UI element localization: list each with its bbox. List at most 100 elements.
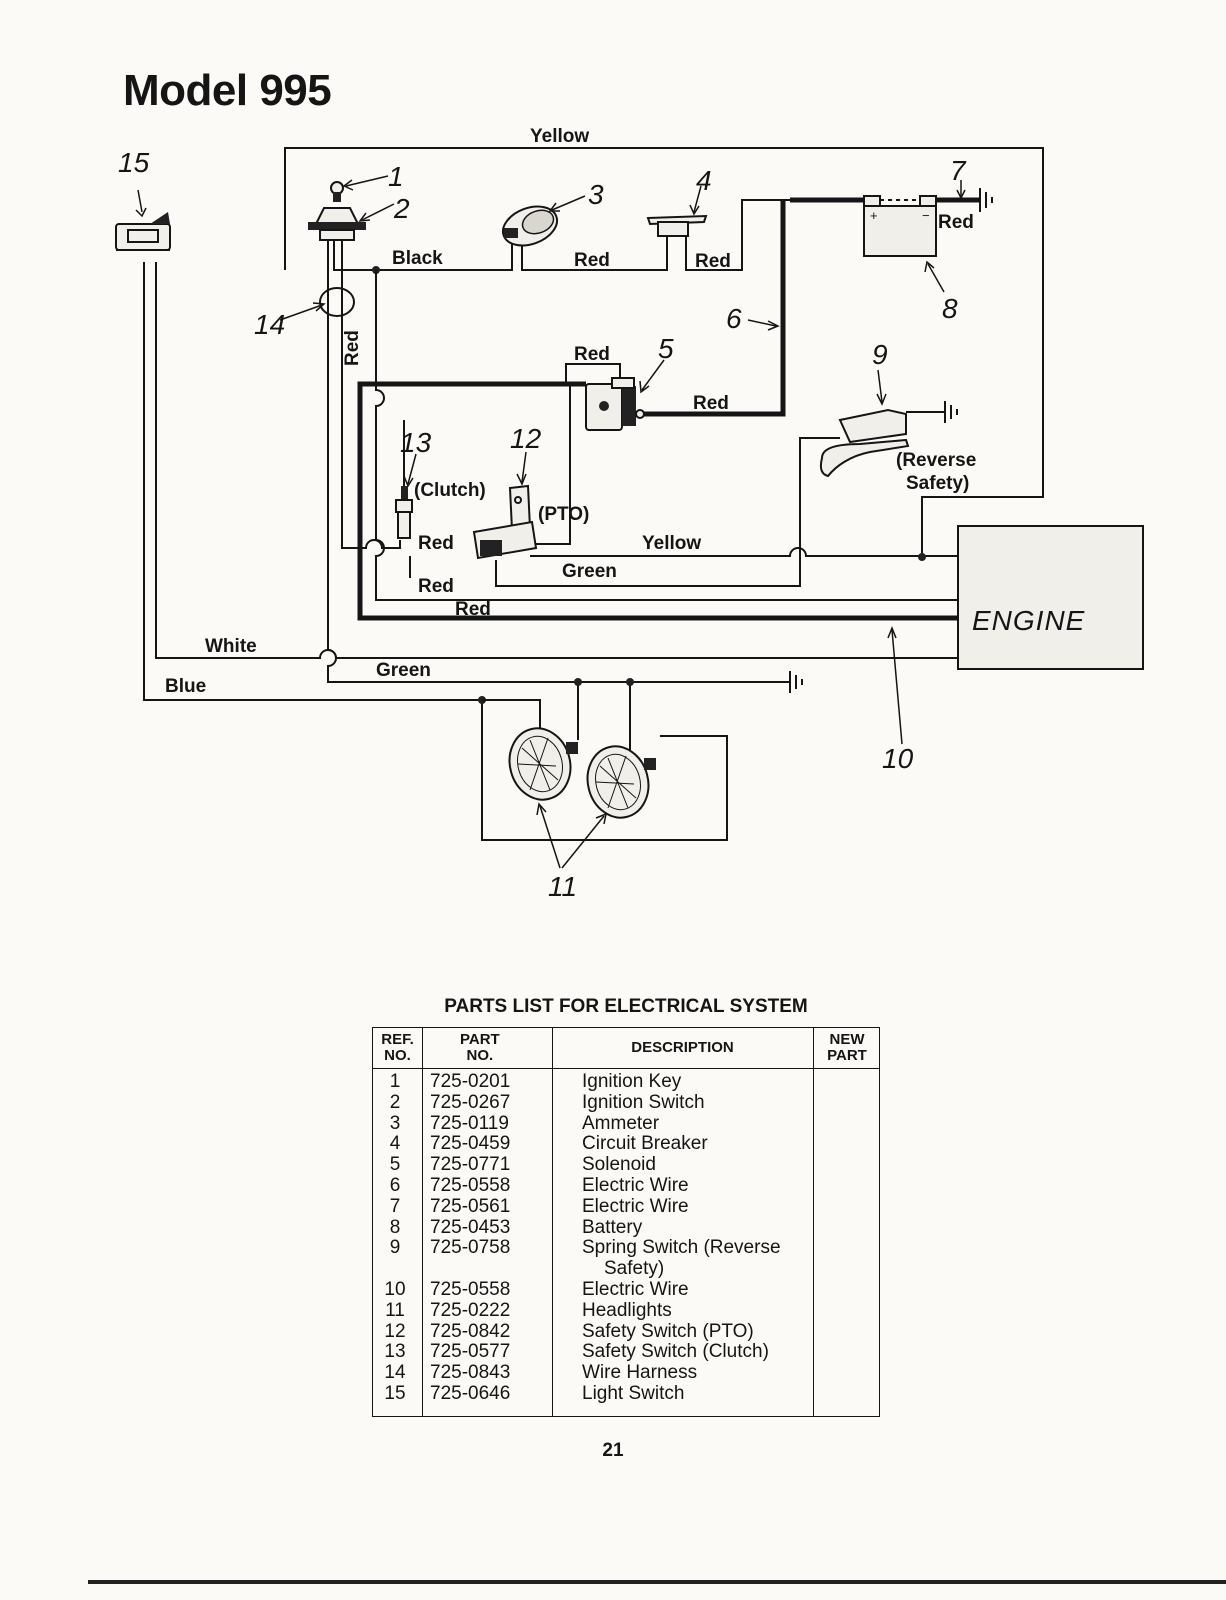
label-reverse-1: (Reverse: [896, 450, 976, 471]
ref-no: 5: [389, 1154, 401, 1176]
description: Circuit Breaker: [582, 1133, 708, 1155]
circuit-breaker-icon: [646, 214, 708, 237]
green-mid-wire: [495, 437, 840, 587]
svg-text:−: −: [922, 208, 930, 223]
description: Wire Harness: [582, 1362, 698, 1384]
callout-8: 8: [942, 293, 958, 324]
blue-wire: [143, 262, 728, 841]
thin-wires: [143, 147, 1044, 841]
ref-no: 8: [389, 1216, 401, 1238]
wire-label-red-harness: Red: [342, 330, 363, 366]
thick-wires: [357, 197, 980, 621]
wire-label-red-breaker: Red: [695, 251, 731, 272]
description: Battery: [582, 1216, 643, 1238]
svg-text:+: +: [870, 208, 878, 223]
label-pto: (PTO): [538, 504, 589, 525]
table-row: 15 725-0646 Light Switch: [373, 1382, 879, 1405]
page-title: Model 995: [123, 66, 332, 115]
headlight-icon: [586, 745, 656, 819]
ref-no: 14: [384, 1362, 406, 1384]
part-no: 725-0558: [430, 1174, 511, 1196]
reverse-safety-switch-icon: [819, 408, 910, 478]
callout-11: 11: [548, 871, 577, 902]
white-wire: [155, 262, 958, 659]
description: Electric Wire: [582, 1195, 689, 1217]
table-row: 10 725-0558 Electric Wire: [373, 1278, 879, 1301]
wire-label-blue: Blue: [165, 676, 206, 697]
wire-label-yellow-mid: Yellow: [642, 533, 701, 554]
callout-15: 15: [118, 147, 150, 178]
ref-no: 10: [384, 1278, 406, 1300]
engine-block: [957, 525, 1144, 670]
parts-list-title: PARTS LIST FOR ELECTRICAL SYSTEM: [444, 996, 808, 1017]
ref-no: 6: [389, 1174, 401, 1196]
table-row: 8 725-0453 Battery: [373, 1216, 879, 1239]
description: Headlights: [582, 1299, 672, 1321]
callout-9: 9: [872, 339, 888, 370]
ground-icon: [979, 188, 993, 212]
ignition-switch-icon: [308, 181, 366, 241]
ref-no: 15: [384, 1382, 406, 1404]
wire-label-white: White: [205, 636, 257, 657]
wire-label-red-solenoid-right: Red: [693, 393, 729, 414]
wire-label-red-ammeter: Red: [574, 250, 610, 271]
table-row: 6 725-0558 Electric Wire: [373, 1174, 879, 1197]
callout-13: 13: [400, 427, 432, 458]
wiring-diagram: + −: [115, 126, 1144, 902]
solenoid-icon: [585, 377, 645, 431]
table-row: 13 725-0577 Safety Switch (Clutch): [373, 1341, 879, 1363]
part-no: 725-0119: [430, 1112, 509, 1134]
part-no: 725-0558: [430, 1278, 511, 1300]
description: Electric Wire: [582, 1174, 689, 1196]
part-no: 725-0267: [430, 1091, 511, 1113]
ref-no: 4: [389, 1133, 401, 1155]
part-no: 725-0646: [430, 1382, 511, 1404]
part-no: 725-0453: [430, 1216, 511, 1238]
description: Safety Switch (Clutch): [582, 1341, 769, 1363]
clutch-switch-icon: [395, 486, 413, 539]
part-no: 725-0561: [430, 1195, 511, 1217]
part-no: 725-0577: [430, 1341, 511, 1363]
wire-label-yellow-top: Yellow: [530, 126, 589, 147]
page-number: 21: [602, 1440, 624, 1461]
part-no: 725-0459: [430, 1133, 511, 1155]
wire-label-red-battery: Red: [938, 212, 974, 233]
description: Electric Wire: [582, 1278, 689, 1300]
description: Safety Switch (PTO): [582, 1320, 754, 1342]
callout-7: 7: [950, 155, 967, 186]
battery-icon: + −: [863, 195, 937, 257]
description: Light Switch: [582, 1382, 685, 1404]
engine-cable-10: [357, 381, 958, 621]
ref-no: 9: [389, 1237, 401, 1259]
wire-harness-marker: [319, 287, 355, 317]
description: Ignition Switch: [582, 1091, 705, 1113]
part-no: 725-0771: [430, 1154, 511, 1176]
part-no: 725-0758: [430, 1237, 511, 1259]
yellow-top-wire: [284, 147, 1044, 557]
ref-no: 12: [384, 1320, 406, 1342]
parts-table-header: [373, 1028, 879, 1069]
ref-no: 2: [389, 1091, 401, 1113]
table-row: 4 725-0459 Circuit Breaker: [373, 1133, 879, 1155]
table-row: 5 725-0771 Solenoid: [373, 1154, 879, 1176]
pto-wire: [536, 384, 571, 545]
light-switch-icon: [115, 212, 171, 251]
part-no: 725-0843: [430, 1362, 511, 1384]
wire-label-red-clutch: Red: [418, 533, 454, 554]
callout-6: 6: [726, 303, 742, 334]
table-row: 14 725-0843 Wire Harness: [373, 1362, 879, 1384]
header-ref: REF.NO.: [381, 1031, 414, 1064]
ref-no: 13: [384, 1341, 406, 1363]
callout-5: 5: [658, 333, 674, 364]
description: Solenoid: [582, 1154, 656, 1176]
